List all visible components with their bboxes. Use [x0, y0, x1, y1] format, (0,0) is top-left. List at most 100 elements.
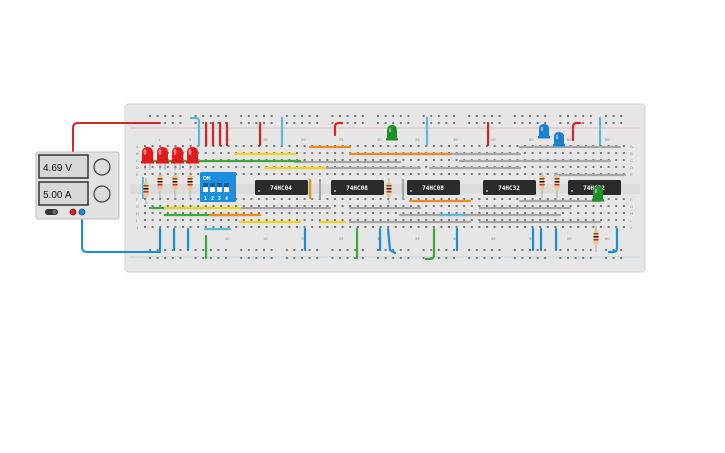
- col-num-top-50: 50: [529, 137, 534, 142]
- led-red[interactable]: [171, 147, 184, 170]
- row-letter-h: H: [136, 211, 139, 216]
- voltage-readout: 4.69 V: [43, 163, 72, 174]
- voltage-display: [38, 154, 89, 179]
- colored-wires[interactable]: [141, 145, 472, 231]
- teal-rail-wire[interactable]: [189, 116, 201, 147]
- led-green[interactable]: [592, 186, 604, 202]
- col-num-bottom-20: 20: [301, 236, 306, 241]
- col-num-top-35: 35: [415, 137, 420, 142]
- row-letter-a-right: A: [630, 144, 633, 149]
- dip-num-2: 2: [211, 196, 214, 202]
- dip-toggle-4[interactable]: [224, 183, 229, 192]
- row-letter-b: B: [136, 151, 139, 156]
- dip-num-1: 1: [204, 196, 207, 202]
- row-letter-j: J: [136, 225, 138, 230]
- leds[interactable]: [141, 124, 604, 202]
- col-num-top-45: 45: [491, 137, 496, 142]
- resistor[interactable]: [172, 172, 178, 198]
- col-num-bottom-15: 15: [263, 236, 268, 241]
- resistor[interactable]: [143, 178, 149, 204]
- current-display: [38, 181, 89, 206]
- resistor[interactable]: [539, 172, 545, 198]
- dip-toggle-2[interactable]: [210, 183, 215, 192]
- col-num-bottom-55: 55: [567, 236, 572, 241]
- led-red[interactable]: [156, 147, 169, 170]
- current-readout: 5.00 A: [43, 190, 72, 201]
- row-letter-e-right: E: [630, 172, 633, 177]
- dip-toggle-3[interactable]: [217, 183, 222, 192]
- ic-label: 74HC04: [270, 185, 292, 192]
- row-letter-a: A: [136, 144, 139, 149]
- col-num-bottom-25: 25: [339, 236, 344, 241]
- row-letter-e: E: [136, 172, 139, 177]
- col-num-top-1: 1: [158, 137, 161, 142]
- ic-label: 74HC08: [346, 185, 368, 192]
- col-num-top-5: 5: [189, 137, 192, 142]
- row-letter-h-right: H: [630, 211, 633, 216]
- col-num-bottom-10: 10: [225, 236, 230, 241]
- dip-toggle-1[interactable]: [203, 183, 208, 192]
- row-letter-j-right: J: [630, 225, 632, 230]
- col-num-bottom-50: 50: [529, 236, 534, 241]
- led-blue[interactable]: [553, 132, 565, 147]
- col-num-top-15: 15: [263, 137, 268, 142]
- power-supply[interactable]: 4.69 V 5.00 A: [35, 151, 120, 220]
- rail-wires-bottom[interactable]: [158, 227, 619, 261]
- row-letters: A B C D E F G H I J A B C D E F G H I J: [136, 144, 633, 230]
- blue-rail-wire[interactable]: [386, 227, 397, 255]
- rail-wires-top[interactable]: [189, 116, 602, 147]
- resistor[interactable]: [554, 172, 560, 198]
- col-num-bottom-40: 40: [453, 236, 458, 241]
- row-letter-g-right: G: [630, 204, 633, 209]
- row-letter-c-right: C: [630, 158, 633, 163]
- positive-lead[interactable]: [72, 122, 161, 213]
- dip-switch[interactable]: ON 1 2 3 4: [200, 172, 236, 202]
- ic-label: 74HC32: [498, 185, 520, 192]
- row-letter-g: G: [136, 204, 139, 209]
- row-letter-d: D: [136, 165, 139, 170]
- dip-num-4: 4: [225, 196, 228, 202]
- dip-on-label: ON: [203, 176, 211, 182]
- row-letter-i-right: I: [630, 218, 631, 223]
- negative-terminal[interactable]: [78, 208, 86, 216]
- positive-terminal[interactable]: [69, 208, 77, 216]
- ic-74hc08-b[interactable]: 74HC08: [407, 180, 460, 195]
- led-blue[interactable]: [538, 124, 550, 139]
- ic-74hc08-a[interactable]: 74HC08: [331, 180, 384, 195]
- red-rail-wire[interactable]: [571, 121, 582, 142]
- col-num-bottom-35: 35: [415, 236, 420, 241]
- resistors[interactable]: [143, 172, 599, 252]
- row-letter-f-right: F: [630, 197, 633, 202]
- col-num-bottom-60: 60: [605, 236, 610, 241]
- row-letter-i: I: [136, 218, 137, 223]
- led-red[interactable]: [186, 147, 199, 170]
- led-red[interactable]: [141, 147, 154, 170]
- current-knob[interactable]: [93, 185, 111, 203]
- green-rail-wire[interactable]: [424, 227, 436, 261]
- led-green[interactable]: [386, 125, 398, 141]
- col-num-top-55: 55: [567, 137, 572, 142]
- row-letter-b-right: B: [630, 151, 633, 156]
- resistor[interactable]: [593, 226, 599, 252]
- voltage-knob[interactable]: [93, 158, 111, 176]
- gray-wires[interactable]: [238, 145, 627, 224]
- power-leads[interactable]: [72, 122, 161, 253]
- col-num-top-40: 40: [453, 137, 458, 142]
- dip-num-3: 3: [218, 196, 221, 202]
- resistor[interactable]: [386, 178, 392, 204]
- ic-74hc32-a[interactable]: 74HC32: [483, 180, 536, 195]
- col-num-bottom-45: 45: [491, 236, 496, 241]
- breadboard[interactable]: [124, 103, 646, 273]
- negative-lead[interactable]: [81, 211, 161, 253]
- resistor[interactable]: [187, 172, 193, 198]
- blue-rail-wire[interactable]: [607, 227, 619, 254]
- row-letter-f: F: [136, 197, 139, 202]
- ic-74hc04[interactable]: 74HC04: [255, 180, 308, 195]
- resistor[interactable]: [157, 172, 163, 198]
- power-switch[interactable]: [45, 209, 58, 215]
- red-rail-wire[interactable]: [333, 121, 344, 137]
- col-num-top-20: 20: [301, 137, 306, 142]
- row-letter-c: C: [136, 158, 139, 163]
- row-letter-d-right: D: [630, 165, 633, 170]
